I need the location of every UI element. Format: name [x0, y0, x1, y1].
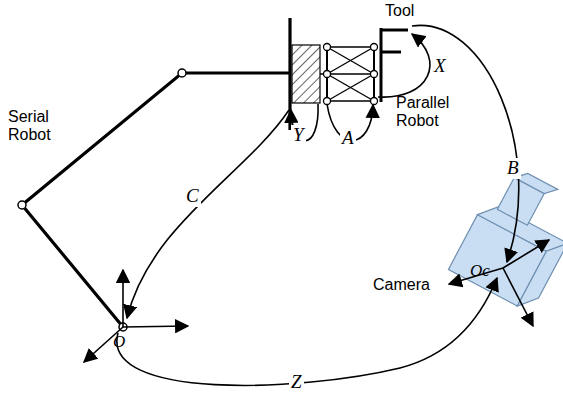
transform-b: [412, 25, 519, 262]
tool: [381, 51, 401, 54]
joint: [18, 201, 26, 209]
part-label: Camera: [373, 276, 430, 294]
camera: [448, 162, 563, 313]
camera-frame: [449, 240, 549, 326]
transform-name: A: [340, 128, 356, 149]
transform-arrows: [117, 25, 519, 385]
joint: [178, 69, 186, 77]
joint: [324, 98, 331, 105]
joint: [371, 44, 378, 51]
frame-name: O: [113, 333, 125, 352]
hatched-base: [292, 45, 320, 103]
link: [327, 47, 374, 74]
joint: [324, 71, 331, 78]
link: [327, 73, 374, 74]
joint: [371, 71, 378, 78]
transform-name: Y: [291, 125, 306, 146]
transform-c: [127, 110, 289, 318]
tool: [380, 28, 383, 102]
camera-side: [517, 236, 563, 313]
frame-name: Oc: [470, 262, 490, 281]
transform-name: C: [184, 186, 201, 207]
link: [327, 74, 374, 101]
transform-name: B: [505, 158, 521, 179]
joint: [371, 98, 378, 105]
transform-z: [117, 278, 497, 385]
base-frame: [84, 270, 188, 362]
transform-name: Z: [289, 372, 304, 393]
part-label: Parallel Robot: [396, 94, 460, 129]
link: [327, 46, 374, 47]
link: [327, 74, 374, 101]
axis: [503, 268, 533, 326]
joint: [324, 44, 331, 51]
transform-x: [378, 34, 430, 97]
link: [327, 100, 374, 101]
transform-name: X: [432, 56, 448, 77]
serial-robot: [18, 69, 290, 331]
part-label: Tool: [385, 2, 414, 20]
parallel-robot: [290, 18, 408, 130]
axis: [122, 270, 124, 327]
link: [327, 47, 374, 74]
axis: [123, 326, 188, 327]
part-label: Serial Robot: [8, 108, 64, 143]
tool: [381, 29, 408, 32]
camera-lens-top: [514, 169, 558, 198]
serial-link: [22, 73, 290, 327]
